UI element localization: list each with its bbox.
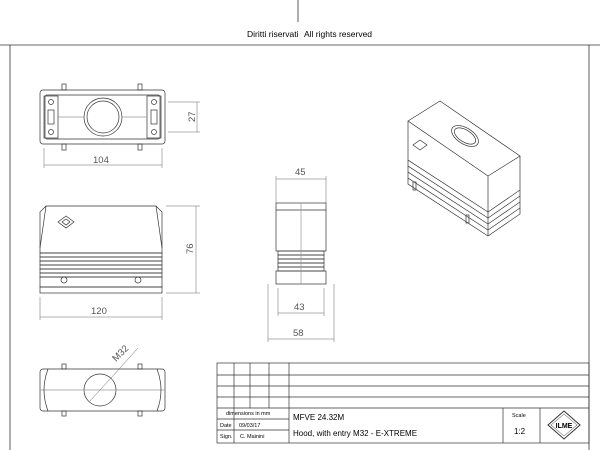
rights-reserved-en: All rights reserved bbox=[304, 29, 372, 39]
dimension-top-width: 104 bbox=[93, 155, 109, 166]
thread-leader-line bbox=[88, 347, 139, 403]
dimension-thread: M32 bbox=[110, 343, 131, 364]
side-view-dimension-lines bbox=[267, 176, 335, 342]
dimension-side-bottom: 58 bbox=[293, 328, 304, 339]
front-view bbox=[39, 205, 163, 294]
top-view bbox=[39, 83, 166, 151]
date-label: Date bbox=[220, 423, 232, 429]
dimension-front-height: 76 bbox=[185, 243, 196, 254]
side-view bbox=[275, 202, 327, 285]
sign-label: Sign. bbox=[220, 434, 233, 440]
dimension-front-width: 120 bbox=[91, 306, 107, 317]
part-description: Hood, with entry M32 - E-XTREME bbox=[293, 429, 417, 438]
front-view-dimension-lines bbox=[39, 205, 200, 320]
dimension-side-top: 45 bbox=[295, 167, 306, 178]
ilme-logo: ILME bbox=[547, 410, 581, 440]
title-block-grid bbox=[216, 362, 590, 444]
isometric-view bbox=[407, 100, 521, 237]
ilme-logo-text: ILME bbox=[556, 423, 573, 430]
part-code: MFVE 24.32M bbox=[293, 413, 344, 422]
scale-label: Scale bbox=[512, 413, 526, 419]
date-value: 09/03/17 bbox=[239, 423, 260, 429]
rights-reserved-it: Diritti riservati bbox=[247, 29, 299, 39]
dimension-side-inner: 43 bbox=[294, 302, 305, 313]
units-note: dimensions in mm bbox=[226, 411, 271, 417]
bottom-view bbox=[39, 363, 166, 417]
top-view-dimension-lines bbox=[43, 101, 200, 168]
dimension-top-height: 27 bbox=[187, 111, 198, 122]
scale-value: 1:2 bbox=[514, 427, 526, 436]
sign-value: C. Mainini bbox=[240, 434, 264, 440]
